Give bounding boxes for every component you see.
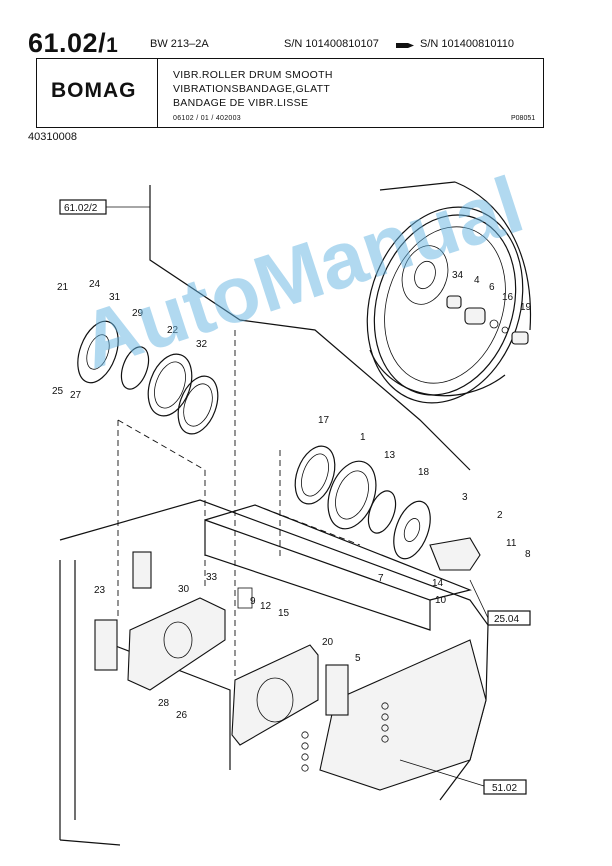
left-bearing-group: [77, 320, 219, 435]
callout-6: 6: [489, 282, 495, 293]
mount-brackets: [94, 551, 349, 746]
callout-33: 33: [206, 572, 218, 583]
callout-22: 22: [167, 325, 179, 336]
callout-34: 34: [452, 270, 464, 281]
ref-box-61-02-2: 61.02/2: [59, 199, 150, 215]
callout-25: 25: [52, 386, 64, 397]
ref-box-51-02: 51.02: [399, 759, 527, 795]
page-number-sub: 1: [106, 34, 119, 57]
callout-1: 1: [360, 432, 366, 443]
hub-parts: [446, 295, 529, 345]
document-number: 40310008: [28, 131, 77, 143]
serial-arrow-icon: [396, 43, 414, 48]
callout-29: 29: [132, 308, 144, 319]
page-number: 61.02/1: [28, 28, 119, 58]
drum-frame: [59, 181, 532, 846]
callout-28: 28: [158, 698, 170, 709]
ref-code-right: P08051: [511, 115, 536, 122]
serial-to: S/N 101400810110: [420, 38, 514, 50]
brand-logo: BOMAG: [51, 79, 137, 102]
callout-5: 5: [355, 653, 361, 664]
callout-20: 20: [322, 637, 334, 648]
title-line-en: VIBR.ROLLER DRUM SMOOTH: [173, 69, 333, 81]
callout-30: 30: [178, 584, 190, 595]
callout-3: 3: [462, 492, 468, 503]
callout-23: 23: [94, 585, 106, 596]
callout-2: 2: [497, 510, 503, 521]
callout-32: 32: [196, 339, 208, 350]
title-divider: [157, 59, 158, 127]
title-line-de: VIBRATIONSBANDAGE,GLATT: [173, 83, 331, 95]
drum-disc: [366, 206, 524, 404]
callout-26: 26: [176, 710, 188, 721]
ref-label-61-02-2: 61.02/2: [64, 203, 98, 214]
callout-10: 10: [435, 595, 447, 606]
callout-4: 4: [474, 275, 480, 286]
callout-19: 19: [520, 302, 532, 313]
frame-holes: [301, 702, 389, 772]
callout-14: 14: [432, 578, 444, 589]
callout-16: 16: [502, 292, 514, 303]
callout-17: 17: [318, 415, 330, 426]
ref-code-left: 06102 / 01 / 402003: [173, 115, 241, 122]
ref-label-51-02: 51.02: [492, 783, 517, 794]
serial-from: S/N 101400810107: [284, 38, 379, 50]
dashed-guide-lines: [117, 330, 361, 700]
callout-7: 7: [378, 573, 384, 584]
ref-label-25-04: 25.04: [494, 614, 519, 625]
model-label: BW 213–2A: [150, 38, 209, 50]
callout-9: 9: [250, 596, 256, 607]
callout-21: 21: [57, 282, 69, 293]
callouts: 21 24 31 29 22 32 25 27 34 4 6 16 19 17 …: [52, 270, 532, 721]
title-line-fr: BANDAGE DE VIBR.LISSE: [173, 97, 309, 109]
callout-27: 27: [70, 390, 82, 401]
callout-13: 13: [384, 450, 396, 461]
callout-11: 11: [506, 538, 517, 549]
ref-box-25-04: 25.04: [469, 579, 531, 626]
callout-24: 24: [89, 279, 101, 290]
callout-31: 31: [109, 292, 121, 303]
callout-8: 8: [525, 549, 531, 560]
callout-18: 18: [418, 467, 430, 478]
center-bearing-group: [294, 445, 481, 571]
title-block: BOMAG VIBR.ROLLER DRUM SMOOTH VIBRATIONS…: [36, 58, 544, 128]
callout-15: 15: [278, 608, 290, 619]
callout-12: 12: [260, 601, 272, 612]
